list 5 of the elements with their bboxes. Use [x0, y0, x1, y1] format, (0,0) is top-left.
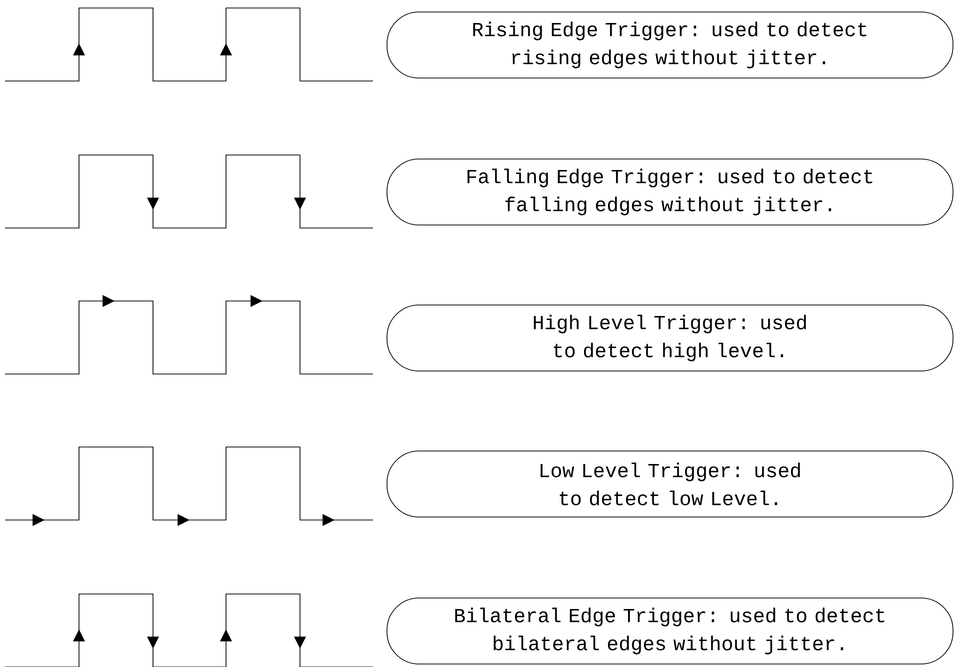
- rounded-text-box: High Level Trigger: used to detect high level.: [386, 304, 954, 372]
- rounded-text-box: Falling Edge Trigger: used to detect falling edges without jitter.: [386, 158, 954, 226]
- rounded-text-box: Bilateral Edge Trigger: used to detect bilateral edges without jitter.: [386, 598, 954, 664]
- rounded-text-box: Rising Edge Trigger: used to detect rising edges without jitter.: [386, 12, 954, 78]
- rounded-text-box: Low Level Trigger: used to detect low Level.: [386, 450, 954, 518]
